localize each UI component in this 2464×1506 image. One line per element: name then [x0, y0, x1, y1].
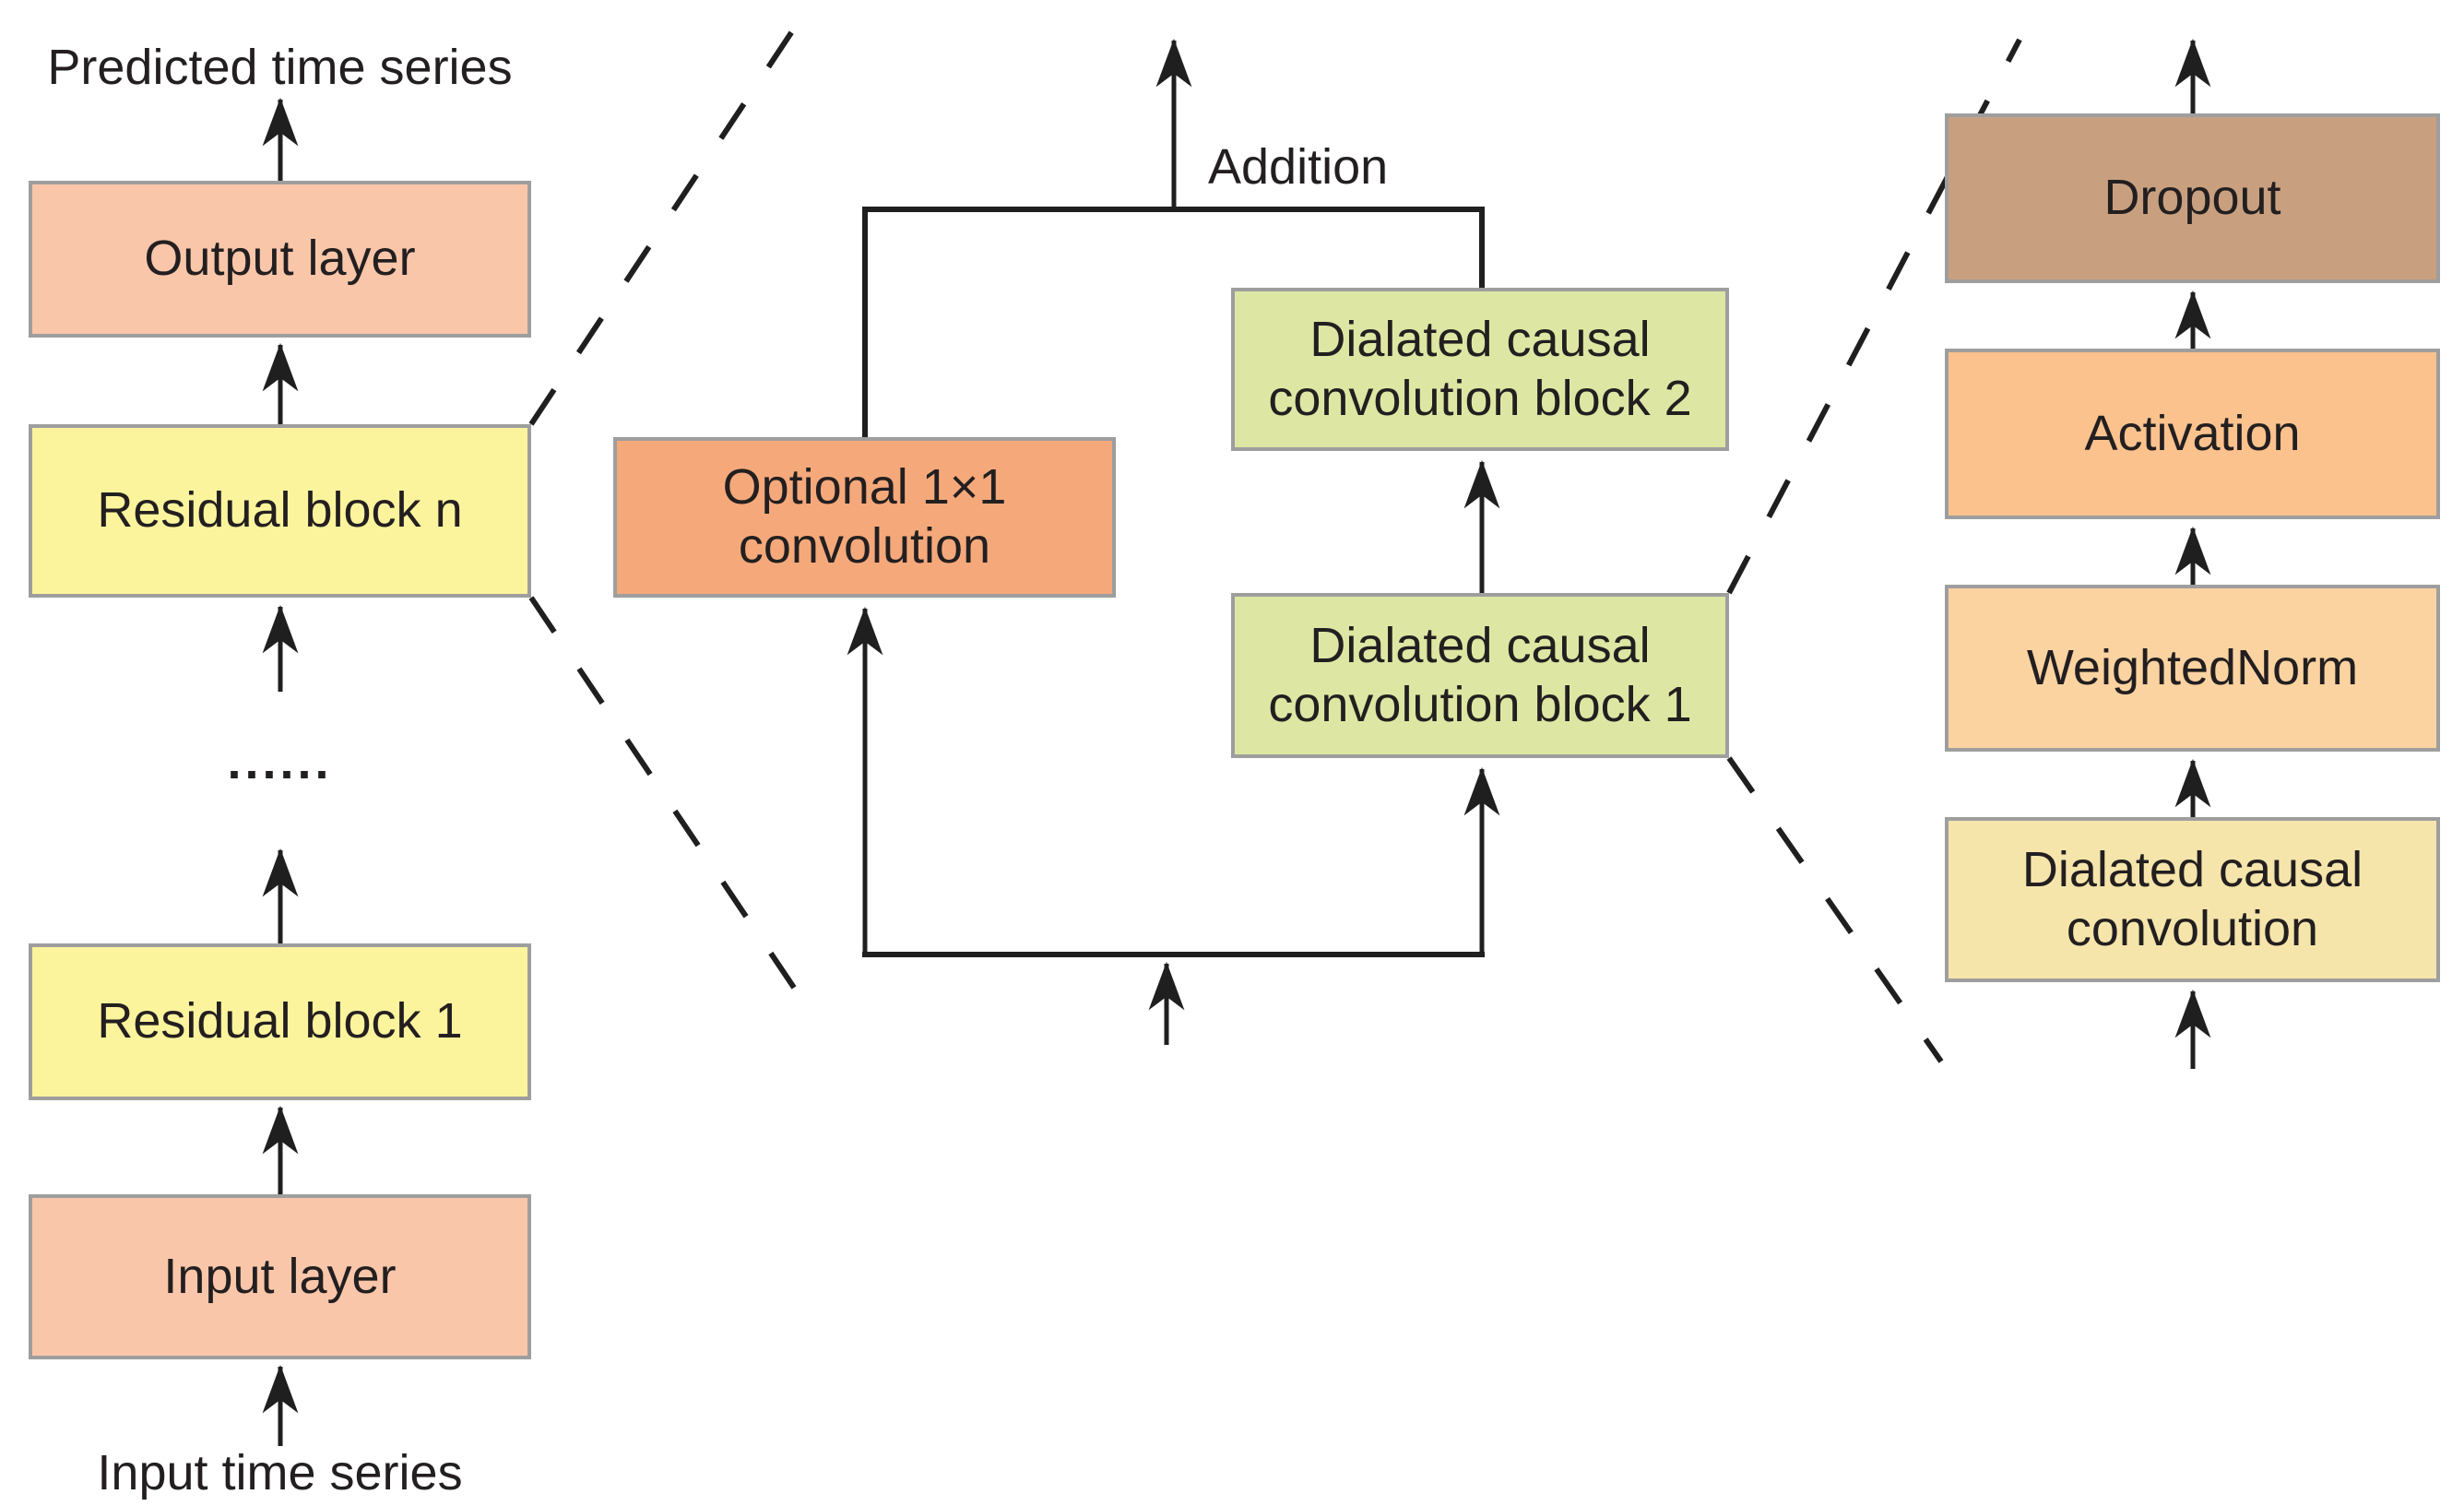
dashed-guide-block1-bottom: [1726, 756, 1944, 1063]
addition-text: Addition: [1208, 139, 1389, 195]
predicted-time-series-label: Predicted time series: [29, 39, 531, 96]
node-optional-1x1-convolution: Optional 1×1 convolution: [613, 437, 1116, 598]
node-input-layer-label: Input layer: [163, 1248, 397, 1304]
node-weightednorm-label: WeightedNorm: [2026, 639, 2359, 695]
addition-label: Addition: [1208, 138, 1388, 196]
node-output-layer-label: Output layer: [144, 231, 416, 287]
node-residual-block-1-label: Residual block 1: [97, 993, 463, 1049]
node-dialated-causal-convolution-block-2: Dialated causal convolution block 2: [1231, 288, 1729, 451]
node-activation: Activation: [1945, 349, 2440, 519]
node-input-layer: Input layer: [29, 1194, 531, 1359]
input-time-series-label: Input time series: [29, 1444, 531, 1501]
node-dialated-causal-convolution-label: Dialated causal convolution: [2021, 841, 2363, 956]
node-residual-block-n-label: Residual block n: [97, 482, 463, 539]
node-dialated-causal-convolution: Dialated causal convolution: [1945, 817, 2440, 982]
node-dialated-causal-convolution-block-1-label: Dialated causal convolution block 1: [1268, 617, 1692, 732]
node-dialated-causal-convolution-block-1: Dialated causal convolution block 1: [1231, 593, 1729, 758]
dashed-guide-residualn-top: [528, 27, 797, 426]
node-output-layer: Output layer: [29, 181, 531, 338]
node-activation-label: Activation: [2084, 405, 2301, 461]
ellipsis-text: ......: [227, 734, 333, 789]
input-time-series-text: Input time series: [97, 1445, 463, 1500]
node-dropout-label: Dropout: [2103, 170, 2281, 226]
node-weightednorm: WeightedNorm: [1945, 585, 2440, 752]
stacked-blocks-ellipsis: ......: [29, 733, 531, 790]
node-dropout: Dropout: [1945, 113, 2440, 283]
node-optional-1x1-convolution-label: Optional 1×1 convolution: [722, 459, 1007, 574]
node-residual-block-1: Residual block 1: [29, 943, 531, 1100]
dashed-guide-residualn-bottom: [528, 596, 820, 1024]
node-residual-block-n: Residual block n: [29, 424, 531, 598]
node-dialated-causal-convolution-block-2-label: Dialated causal convolution block 2: [1268, 311, 1692, 426]
predicted-time-series-text: Predicted time series: [47, 40, 513, 95]
